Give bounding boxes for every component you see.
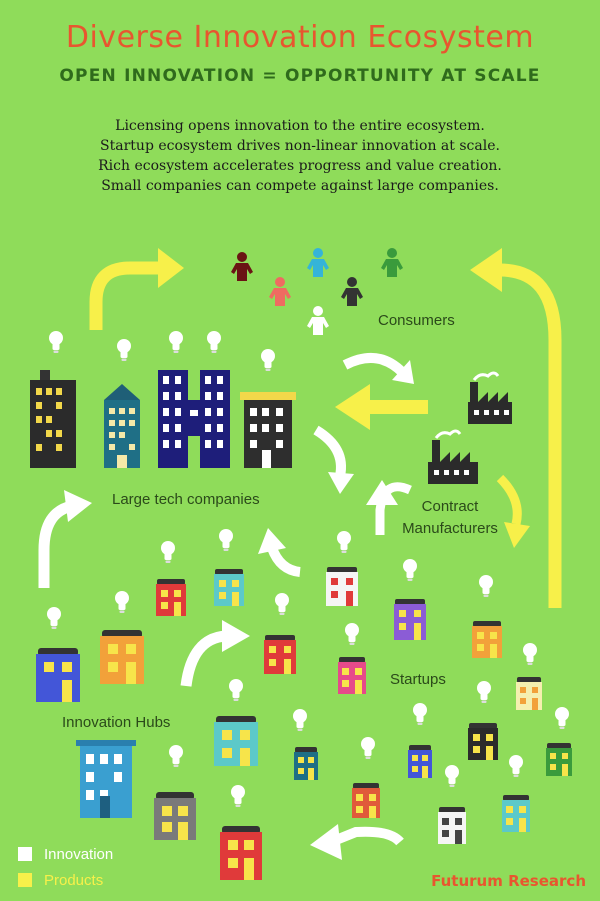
lightbulb-icon bbox=[47, 607, 61, 629]
description-line-3: Rich ecosystem accelerates progress and … bbox=[98, 158, 502, 174]
dark-office-building-icon bbox=[240, 392, 296, 468]
label-large-tech: Large tech companies bbox=[112, 491, 260, 508]
lightbulb-icon bbox=[293, 709, 307, 731]
brand-logo-text: Futurum Research bbox=[431, 872, 586, 890]
factory-icons bbox=[428, 371, 512, 484]
lightbulb-icon bbox=[523, 643, 537, 665]
legend-label-innovation: Innovation bbox=[44, 846, 114, 863]
startup-building-icon bbox=[100, 630, 144, 684]
lightbulb-icon bbox=[509, 755, 523, 777]
label-innovation-hubs: Innovation Hubs bbox=[62, 714, 171, 731]
legend-swatch-innovation bbox=[18, 847, 32, 861]
product-arrow-manufacturer-head bbox=[335, 384, 370, 430]
page-subtitle: OPEN INNOVATION = OPPORTUNITY AT SCALE bbox=[59, 66, 541, 86]
startup-building-icon bbox=[408, 745, 432, 778]
lightbulb-icon bbox=[115, 591, 129, 613]
startup-building-icon bbox=[220, 826, 262, 880]
description: Licensing opens innovation to the entire… bbox=[0, 116, 600, 196]
startup-building-icon bbox=[338, 657, 366, 694]
label-consumers: Consumers bbox=[378, 312, 455, 329]
startup-building-icon bbox=[326, 567, 358, 606]
lightbulb-icon bbox=[555, 707, 569, 729]
startup-building-icon bbox=[472, 621, 502, 658]
product-arrow-mfg-down bbox=[496, 474, 522, 526]
product-arrow-tech-to-consumers bbox=[89, 261, 160, 330]
lightbulb-icon bbox=[445, 765, 459, 787]
lightbulb-icon bbox=[169, 745, 183, 767]
startup-building-icon bbox=[468, 723, 498, 760]
product-arrow-tech-to-consumers-head bbox=[158, 248, 184, 288]
description-line-4: Small companies can compete against larg… bbox=[101, 178, 499, 194]
product-arrow-manufacturer-shaft bbox=[368, 400, 428, 414]
office-building-icon bbox=[104, 384, 140, 468]
description-line-1: Licensing opens innovation to the entire… bbox=[115, 118, 485, 134]
startup-building-icon bbox=[294, 747, 318, 780]
startup-building-icon bbox=[394, 599, 426, 640]
label-contract-line-2: Manufacturers bbox=[402, 520, 498, 537]
startup-building-icon bbox=[214, 569, 244, 606]
startup-buildings bbox=[36, 567, 572, 880]
lightbulb-icon bbox=[117, 339, 131, 361]
lightbulb-icon bbox=[337, 531, 351, 553]
consumer-icon bbox=[231, 252, 253, 281]
label-contract-manufacturers: Contract Manufacturers bbox=[390, 496, 510, 540]
lightbulb-icon bbox=[231, 785, 245, 807]
consumer-icon bbox=[269, 277, 291, 306]
consumer-icon bbox=[307, 248, 329, 277]
product-arrows bbox=[89, 248, 562, 608]
consumer-icon bbox=[341, 277, 363, 306]
startup-building-icon bbox=[156, 579, 186, 616]
startup-building-icon bbox=[438, 807, 466, 844]
description-line-2: Startup ecosystem drives non-linear inno… bbox=[100, 138, 500, 154]
large-tech-buildings bbox=[30, 370, 296, 468]
startup-building-icon bbox=[36, 648, 80, 702]
lightbulb-icon bbox=[361, 737, 375, 759]
lightbulb-icon bbox=[413, 703, 427, 725]
startup-building-icon bbox=[264, 635, 296, 674]
lightbulb-icon bbox=[229, 679, 243, 701]
innovation-hub-building-icon bbox=[76, 740, 136, 818]
lightbulb-icon bbox=[161, 541, 175, 563]
product-arrow-right-column-head bbox=[470, 248, 502, 292]
startup-building-icon bbox=[214, 716, 258, 766]
innovation-arrows bbox=[38, 352, 414, 860]
legend-products: Products bbox=[18, 872, 103, 889]
legend-innovation: Innovation bbox=[18, 846, 113, 863]
startup-building-icon bbox=[154, 792, 196, 840]
startup-building-icon bbox=[502, 795, 530, 832]
legend-label-products: Products bbox=[44, 872, 104, 889]
lightbulb-icon bbox=[169, 331, 183, 353]
h-building-icon bbox=[158, 370, 230, 468]
legend-swatch-products bbox=[18, 873, 32, 887]
lightbulb-icon bbox=[49, 331, 63, 353]
tower-building-icon bbox=[30, 370, 76, 468]
lightbulb-icon bbox=[261, 349, 275, 371]
factory-icon bbox=[468, 371, 512, 424]
lightbulb-icon bbox=[275, 593, 289, 615]
factory-icon bbox=[428, 429, 478, 484]
lightbulb-icon bbox=[345, 623, 359, 645]
startup-building-icon bbox=[516, 677, 542, 710]
lightbulb-icon bbox=[207, 331, 221, 353]
consumer-icon bbox=[307, 306, 329, 335]
product-arrow-mfg-down-head bbox=[504, 522, 530, 548]
page-title: Diverse Innovation Ecosystem bbox=[65, 20, 535, 55]
label-contract-line-1: Contract bbox=[421, 498, 479, 515]
lightbulb-icon bbox=[219, 529, 233, 551]
lightbulb-icon bbox=[403, 559, 417, 581]
consumer-icon bbox=[381, 248, 403, 277]
product-arrow-right-column bbox=[499, 263, 562, 608]
lightbulb-icon bbox=[477, 681, 491, 703]
label-startups: Startups bbox=[390, 671, 446, 688]
startup-building-icon bbox=[352, 783, 380, 818]
lightbulb-icon bbox=[479, 575, 493, 597]
startup-building-icon bbox=[546, 743, 572, 776]
